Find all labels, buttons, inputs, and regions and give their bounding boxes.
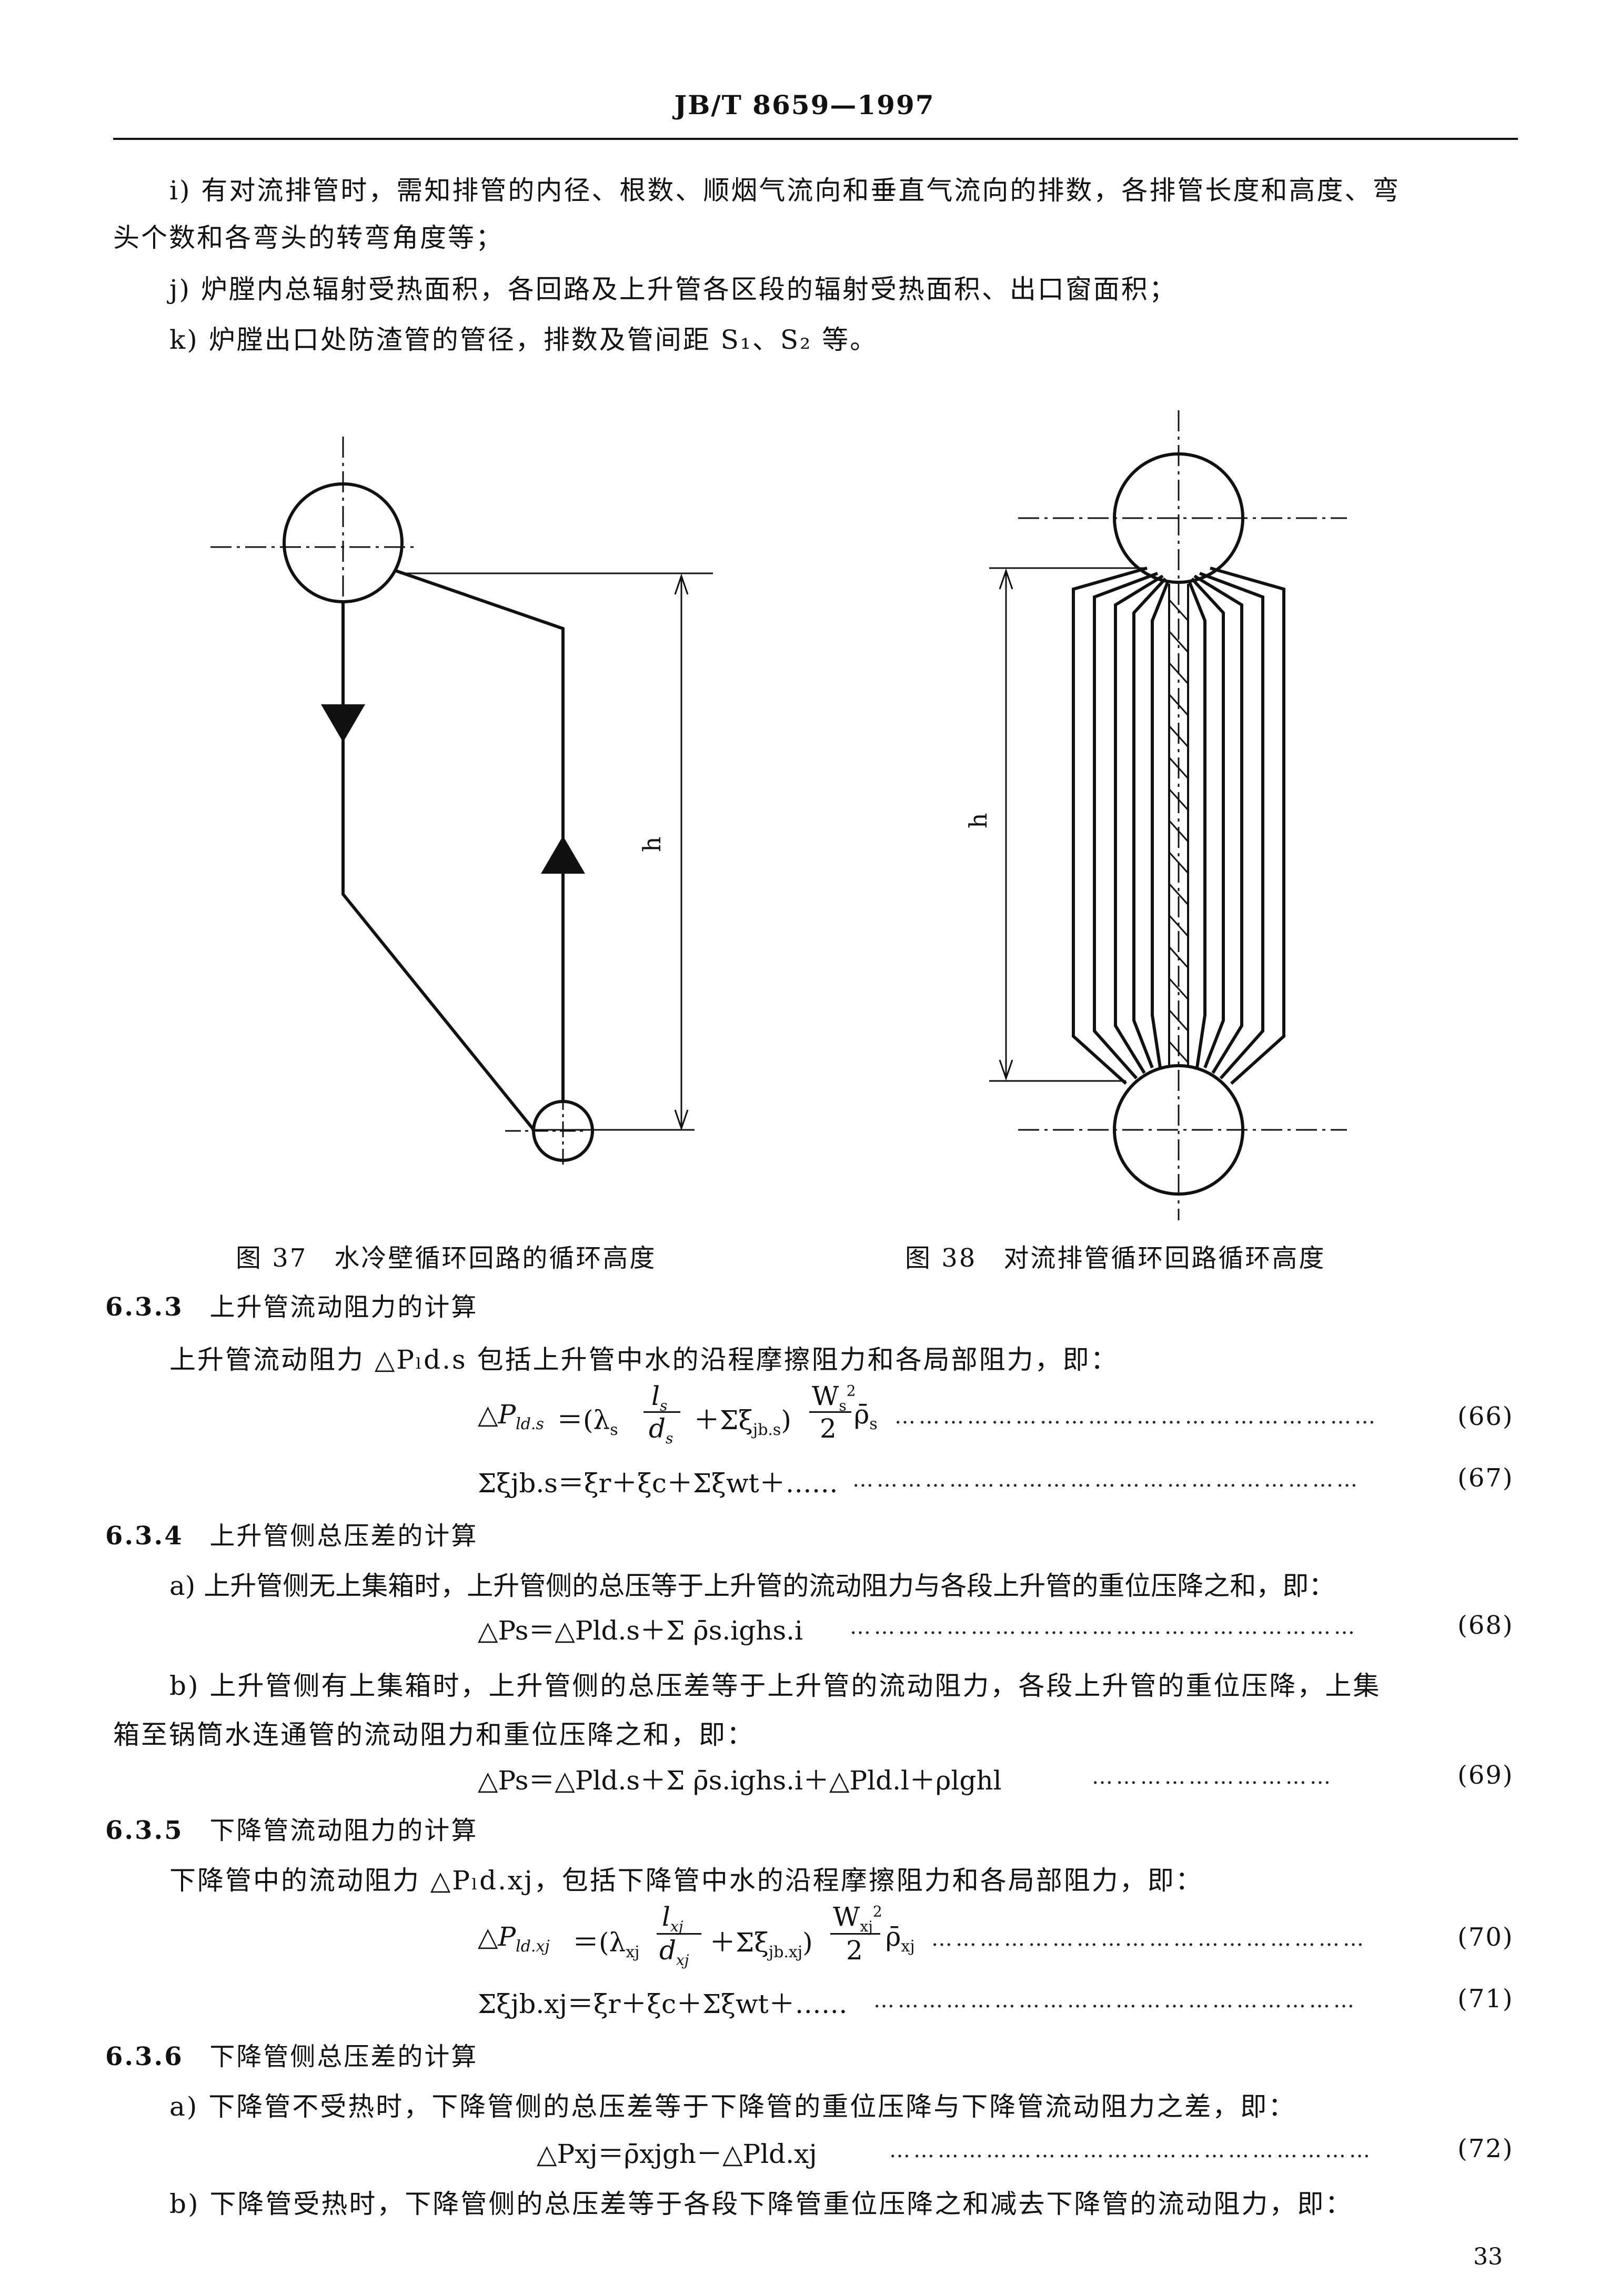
leader-71: …………………………………………………… [873, 1988, 1357, 2012]
section-number: 6.3.4 [105, 1521, 184, 1551]
leader-66: …………………………………………………… [894, 1404, 1379, 1429]
section-title: 下降管侧总压差的计算 [209, 2042, 478, 2071]
h-label-38: h [964, 813, 992, 828]
header-rule [113, 138, 1518, 140]
equation-67: Σξjb.s＝ξr＋ξc＋Σξwt＋…… [478, 1468, 838, 1499]
leader-72: …………………………………………………… [889, 2138, 1373, 2162]
doc-header: JB/T 8659—1997 [674, 89, 935, 120]
leader-67: ……………………………………………………… [852, 1468, 1361, 1492]
section-6-3-6-a: a) 下降管不受热时，下降管侧的总压差等于下降管的重位压降与下降管流动阻力之差，… [169, 2091, 1296, 2122]
leader-68: ……………………………………………………… [850, 1615, 1358, 1639]
equation-72: △Pxj＝ρ̄xjgh－△Pld.xj [537, 2139, 817, 2169]
page-number: 33 [1473, 2243, 1503, 2270]
section-title: 上升管流动阻力的计算 [209, 1292, 478, 1322]
caption-fig38: 图 38 对流排管循环回路循环高度 [905, 1243, 1326, 1273]
leader-70: ……………………………………………… [931, 1927, 1367, 1951]
equation-68: △Ps＝△Pld.s＋Σ ρ̄s.ighs.i [478, 1615, 803, 1646]
downcomer-37 [341, 601, 536, 1132]
eq-number-71: (71) [1457, 1984, 1514, 2014]
section-6-3-6-b: b) 下降管受热时，下降管侧的总压差等于各段下降管重位压降之和减去下降管的流动阻… [169, 2189, 1353, 2219]
figure-38 [989, 410, 1347, 1220]
item-j: j) 炉膛内总辐射受热面积，各回路及上升管各区段的辐射受热面积、出口窗面积； [169, 274, 1177, 305]
section-6-3-4-a: a) 上升管侧无上集箱时，上升管侧的总压等于上升管的流动阻力与各段上升管的重位压… [169, 1571, 1335, 1601]
caption-fig37: 图 37 水冷壁循环回路的循环高度 [236, 1243, 657, 1273]
section-6-3-6-heading: 6.3.6 下降管侧总压差的计算 [105, 2036, 478, 2072]
figures-svg: h h [210, 410, 1347, 1220]
eq-number-66: (66) [1457, 1402, 1514, 1431]
section-number: 6.3.5 [105, 1816, 184, 1845]
section-number: 6.3.6 [105, 2042, 184, 2071]
eq-number-68: (68) [1457, 1611, 1514, 1640]
section-6-3-4-heading: 6.3.4 上升管侧总压差的计算 [105, 1515, 478, 1552]
section-6-3-4-b-line1: b) 上升管侧有上集箱时，上升管侧的总压差等于上升管的流动阻力，各段上升管的重位… [169, 1671, 1381, 1701]
eq-number-70: (70) [1457, 1923, 1514, 1952]
section-6-3-3-heading: 6.3.3 上升管流动阻力的计算 [105, 1286, 478, 1323]
item-i-line2: 头个数和各弯头的转弯角度等； [113, 222, 504, 253]
section-title: 下降管流动阻力的计算 [209, 1816, 478, 1845]
section-6-3-4-b-line2: 箱至锅筒水连通管的流动阻力和重位压降之和，即： [113, 1720, 755, 1750]
section-6-3-5-heading: 6.3.5 下降管流动阻力的计算 [105, 1809, 478, 1846]
section-6-3-3-text: 上升管流动阻力 △Pₗd.s 包括上升管中水的沿程摩擦阻力和各局部阻力，即： [169, 1344, 1119, 1375]
leader-69: ………………………… [1092, 1765, 1334, 1789]
eq-number-72: (72) [1457, 2134, 1514, 2163]
item-i-line1: i) 有对流排管时，需知排管的内径、根数、顺烟气流向和垂直气流向的排数，各排管长… [169, 175, 1401, 206]
equation-69: △Ps＝△Pld.s＋Σ ρ̄s.ighs.i＋△Pld.l＋ρlghl [478, 1765, 1002, 1796]
section-6-3-5-text: 下降管中的流动阻力 △Pₗd.xj，包括下降管中水的沿程摩擦阻力和各局部阻力，即… [169, 1865, 1203, 1896]
equation-71: Σξjb.xj＝ξr＋ξc＋Σξwt＋…… [478, 1989, 848, 2019]
eq-number-67: (67) [1457, 1463, 1514, 1493]
figure-37 [210, 437, 713, 1168]
h-label-37: h [638, 836, 666, 852]
section-number: 6.3.3 [105, 1292, 184, 1322]
item-k: k) 炉膛出口处防渣管的管径，排数及管间距 S₁、S₂ 等。 [169, 325, 878, 355]
eq-number-69: (69) [1457, 1761, 1514, 1790]
section-title: 上升管侧总压差的计算 [209, 1521, 478, 1551]
riser-37 [395, 569, 565, 1101]
